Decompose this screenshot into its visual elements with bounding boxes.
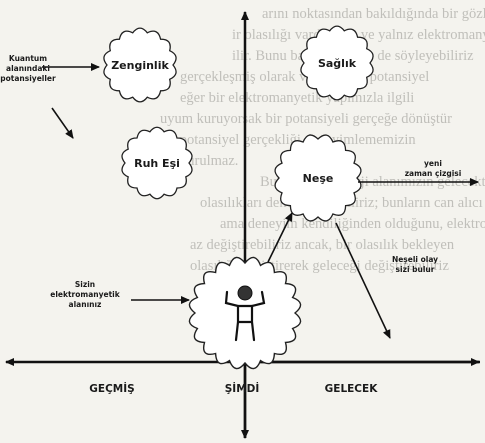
- saglik-bubble: Sağlık: [300, 25, 374, 101]
- zenginlik-bubble: Zenginlik: [103, 27, 177, 103]
- kuantum-label: Kuantum alanındaki potansiyeller: [0, 54, 56, 83]
- background-text-line: bir potansiyel gerçekliği deneyimlememiz…: [160, 132, 416, 148]
- background-text-line: uyum kuruyorsak bir potansiyeli gerçeğe …: [160, 111, 452, 127]
- person-body: [234, 304, 256, 342]
- svg-text:yeni: yeni: [424, 159, 442, 168]
- svg-text:Kuantum: Kuantum: [9, 54, 47, 63]
- elektromanyetik-alan-label: Sizin elektromanyetik alanınız: [50, 280, 121, 309]
- background-text-line: arını noktasından bakıldığında bir gözle…: [262, 6, 485, 22]
- ruh-esi-bubble: Ruh Eşi: [121, 126, 193, 200]
- svg-text:potansiyeller: potansiyeller: [0, 74, 56, 83]
- arrow-nese-to-future-event: [335, 222, 391, 339]
- axis-label-gelecek: GELECEK: [325, 383, 379, 395]
- svg-text:Sizin: Sizin: [75, 280, 95, 289]
- arrow-person-to-nese: [267, 212, 293, 263]
- svg-text:Neşeli olay: Neşeli olay: [392, 255, 438, 264]
- person-head: [237, 285, 253, 301]
- zenginlik-label: Zenginlik: [111, 59, 169, 72]
- background-text-line: kurulmaz.: [180, 153, 239, 169]
- nese-bubble: Neşe: [274, 134, 362, 222]
- person-arms: [224, 290, 266, 308]
- svg-text:elektromanyetik: elektromanyetik: [50, 290, 121, 299]
- svg-text:alanındaki: alanındaki: [6, 64, 50, 73]
- arrow-kuantum-to-ruh-esi: [51, 107, 74, 139]
- neseli-olay-label: Neşeli olay sizi bulur: [392, 255, 438, 274]
- svg-text:alanınız: alanınız: [69, 300, 102, 309]
- svg-text:sizi bulur: sizi bulur: [396, 265, 435, 274]
- saglik-label: Sağlık: [318, 57, 357, 70]
- person-bubble: [188, 256, 302, 370]
- background-text-line: ir olasılığı vardır ama ve yalnız elektr…: [232, 27, 485, 43]
- yeni-zaman-cizgisi-label: yeni zaman çizgisi: [405, 159, 462, 178]
- svg-text:zaman çizgisi: zaman çizgisi: [405, 169, 462, 178]
- ruh-esi-label: Ruh Eşi: [134, 157, 180, 170]
- axis-label-simdi: ŞİMDİ: [225, 381, 260, 395]
- nese-label: Neşe: [303, 172, 334, 185]
- background-text-line: az değiştirebiliriz ancak, bir olasılık …: [190, 237, 455, 253]
- person-figure: [224, 285, 266, 342]
- axis-label-gecmis: GEÇMİŞ: [89, 381, 134, 395]
